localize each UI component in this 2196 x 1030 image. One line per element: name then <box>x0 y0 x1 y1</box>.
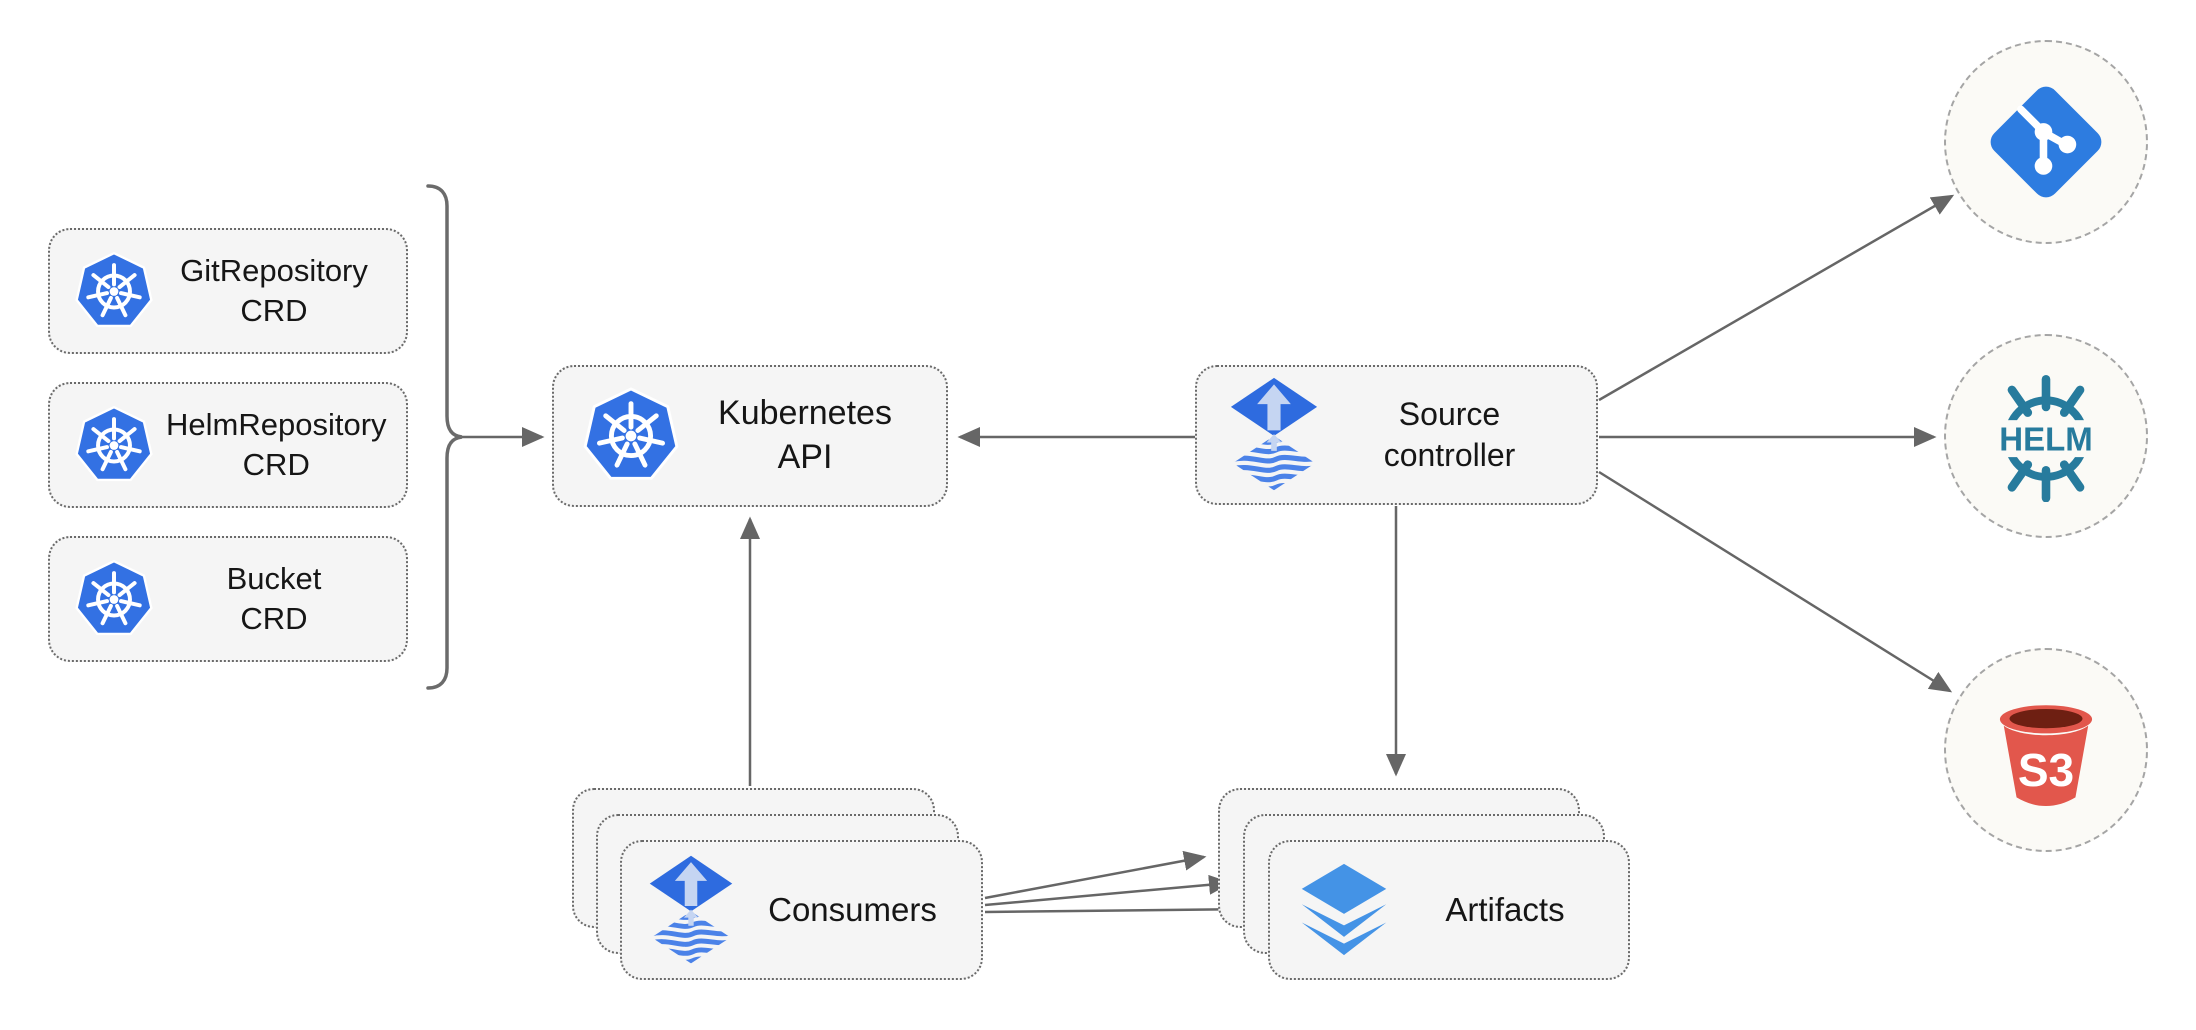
node-label: HelmRepository CRD <box>166 405 387 484</box>
gitrepository-crd-label-line1: GitRepository <box>180 253 368 289</box>
node-label: GitRepository CRD <box>166 251 382 330</box>
bucket-crd-label-line2: CRD <box>240 601 308 636</box>
artifacts-label: Artifacts <box>1445 890 1565 928</box>
crd-group-brace <box>426 184 463 690</box>
node-helmrepository-crd: HelmRepository CRD <box>48 382 408 508</box>
flux-source-controller-icon <box>1227 376 1321 494</box>
s3-bucket-icon: S3 <box>1999 705 2093 806</box>
edge-consumers-to-artifacts-1 <box>984 850 1207 900</box>
endpoint-git <box>1944 40 2148 244</box>
node-kubernetes-api: Kubernetes API <box>552 365 948 507</box>
source-controller-label-line2: controller <box>1383 437 1516 473</box>
source-controller-label-line1: Source <box>1398 396 1501 433</box>
endpoint-helm: HELM <box>1944 334 2148 538</box>
kubernetes-icon <box>74 404 154 487</box>
git-icon <box>1990 86 2102 198</box>
kubernetes-icon <box>74 558 154 641</box>
node-source-controller: Source controller <box>1195 365 1598 505</box>
consumers-label: Consumers <box>768 890 937 928</box>
edge-consumers-to-artifacts-2 <box>984 874 1232 907</box>
node-label: Bucket CRD <box>166 559 382 638</box>
bucket-crd-label-line1: Bucket <box>226 561 322 597</box>
artifacts-layers-icon <box>1301 863 1387 956</box>
kubernetes-icon <box>582 385 680 487</box>
edge-source-to-git <box>1598 194 1955 402</box>
helm-icon: HELM <box>1990 374 2102 502</box>
kubernetes-api-label: Kubernetes API <box>718 394 892 476</box>
node-gitrepository-crd: GitRepository CRD <box>48 228 408 354</box>
helm-logo-text: HELM <box>1999 421 2093 458</box>
s3-logo-text: S3 <box>2018 744 2074 796</box>
node-consumers: Consumers <box>620 840 983 980</box>
flux-consumer-icon <box>646 854 736 967</box>
node-label: Source controller <box>1333 394 1566 476</box>
edge-consumers-to-artifacts-3 <box>984 899 1258 920</box>
helmrepository-crd-label-line1: HelmRepository <box>166 407 387 443</box>
helmrepository-crd-label-line2: CRD <box>242 447 310 482</box>
edge-source-to-s3 <box>1598 470 1953 693</box>
gitrepository-crd-label-line2: CRD <box>240 293 308 328</box>
node-bucket-crd: Bucket CRD <box>48 536 408 662</box>
endpoint-s3: S3 <box>1944 648 2148 852</box>
kubernetes-icon <box>74 250 154 333</box>
node-artifacts: Artifacts <box>1268 840 1630 980</box>
